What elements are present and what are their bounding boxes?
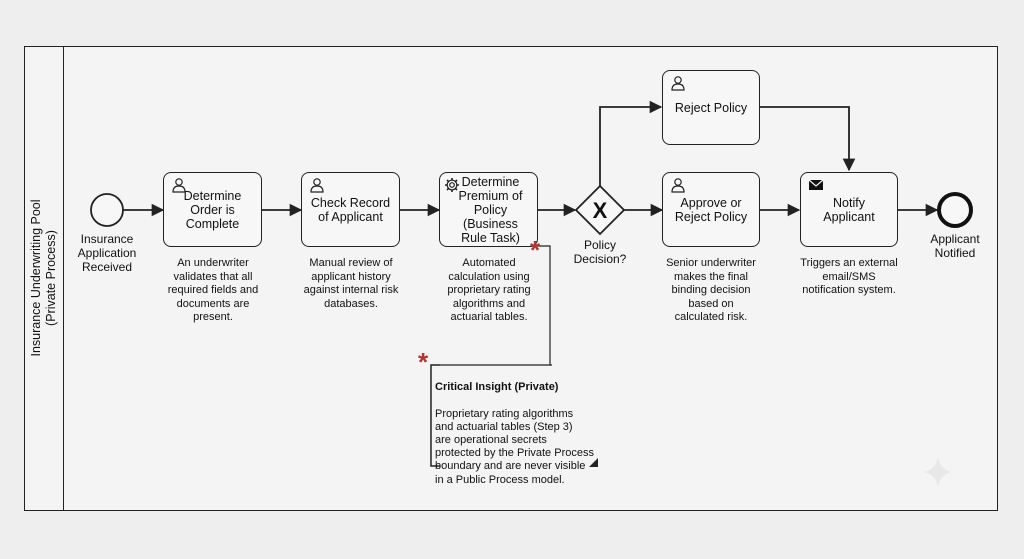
task-reject-policy[interactable]: Reject Policy bbox=[662, 70, 760, 145]
task-label: Notify Applicant bbox=[823, 195, 875, 224]
task-description: An underwriter validates that all requir… bbox=[167, 257, 259, 323]
task-approve-or-reject-policy[interactable]: Approve or Reject Policy bbox=[662, 172, 760, 247]
annotation-body: Proprietary rating algorithms and actuar… bbox=[435, 407, 594, 486]
task-label: Determine Order is Complete bbox=[183, 188, 242, 231]
gear-icon bbox=[445, 178, 459, 192]
user-icon bbox=[671, 178, 685, 193]
task-description: Triggers an external email/SMS notificat… bbox=[800, 257, 898, 296]
gateway-label: Policy Decision? bbox=[573, 238, 627, 266]
end-event[interactable] bbox=[937, 192, 973, 228]
start-event-label: Insurance Application Received bbox=[77, 232, 137, 274]
pool-label-strip bbox=[24, 46, 64, 511]
asterisk-marker: * bbox=[530, 235, 541, 265]
task-determine-premium[interactable]: Determine Premium of Policy (Business Ru… bbox=[439, 172, 538, 247]
annotation-bracket bbox=[430, 364, 440, 467]
flow-reject-to-notify bbox=[760, 106, 856, 172]
annotation-corner-marker bbox=[589, 458, 598, 467]
task-label: Check Record of Applicant bbox=[310, 195, 391, 224]
flow-gateway-to-reject bbox=[599, 100, 663, 186]
task-description: Senior underwriter makes the final bindi… bbox=[666, 257, 756, 323]
task-notify-applicant[interactable]: Notify Applicant bbox=[800, 172, 898, 247]
user-icon bbox=[671, 76, 685, 91]
task-description: Automated calculation using proprietary … bbox=[447, 257, 531, 323]
asterisk-marker: * bbox=[418, 347, 429, 377]
pool bbox=[24, 46, 998, 511]
task-label: Reject Policy bbox=[674, 100, 748, 115]
user-icon bbox=[310, 178, 324, 193]
task-label: Approve or Reject Policy bbox=[674, 195, 748, 224]
exclusive-gateway[interactable] bbox=[574, 184, 626, 236]
envelope-icon bbox=[808, 179, 824, 190]
end-event-label: Applicant Notified bbox=[930, 232, 980, 260]
text-annotation: Critical Insight (Private) Proprietary r… bbox=[435, 368, 605, 487]
annotation-title: Critical Insight (Private) bbox=[435, 381, 559, 394]
task-check-record-applicant[interactable]: Check Record of Applicant bbox=[301, 172, 400, 247]
start-event[interactable] bbox=[90, 193, 124, 227]
task-determine-order-complete[interactable]: Determine Order is Complete bbox=[163, 172, 262, 247]
task-description: Manual review of applicant history again… bbox=[303, 257, 399, 310]
gateway-x-symbol: X bbox=[593, 198, 608, 223]
task-label: Determine Premium of Policy (Business Ru… bbox=[458, 174, 523, 245]
user-icon bbox=[172, 178, 186, 193]
sparkle-icon bbox=[924, 456, 952, 488]
